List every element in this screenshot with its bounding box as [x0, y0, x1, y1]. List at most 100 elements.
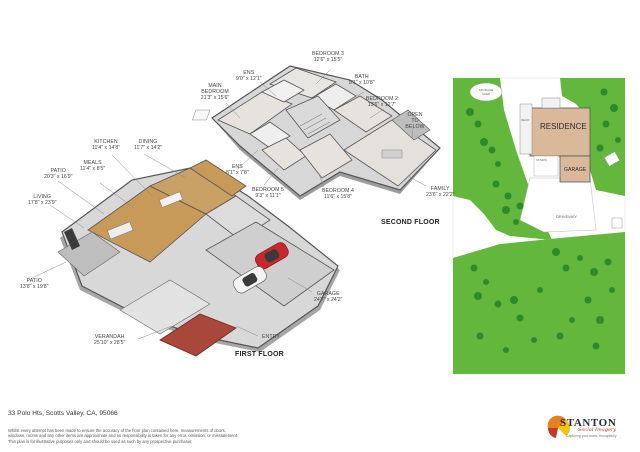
label-kitchen: KITCHEN 11'4" x 14'8" [92, 139, 120, 151]
dining-dim: 11'7" x 14'2" [134, 145, 163, 151]
disclaimer-line: Whilst every attempt has been made to en… [8, 428, 226, 433]
bedroom2-room [333, 95, 393, 133]
site-plan [452, 77, 626, 375]
bed-main [191, 109, 211, 121]
patio-upper-dim: 20'3" x 16'9" [44, 174, 73, 180]
garage-block [559, 155, 591, 183]
front-area [533, 155, 559, 177]
label-main-bedroom: MAIN BEDROOM 21'3" x 15'6" [200, 83, 230, 101]
trees [466, 88, 621, 353]
upper-hall [285, 95, 341, 139]
car-red [255, 242, 289, 270]
label-bedroom2: BEDROOM 2 13'6" x 12'7" [366, 96, 398, 108]
deck-block [519, 103, 533, 155]
label-patio-upper: PATIO 20'3" x 16'9" [44, 168, 72, 180]
label-bedroom5: BEDROOM 5 9'3" x 11'1" [252, 187, 284, 199]
bedroom5-dim: 9'3" x 11'1" [255, 193, 281, 199]
kitchen-name: KITCHEN [94, 139, 118, 145]
label-entry: ENTRY [262, 334, 280, 340]
bedroom5-name: BEDROOM 5 [252, 187, 285, 193]
label-meals: MEALS 11'4" x 8'5" [80, 160, 105, 172]
ens-lower-dim: 8'1" x 7'8" [226, 170, 249, 176]
stanton-logo-mark [547, 415, 570, 438]
garage-name: GARAGE [316, 291, 340, 297]
family-sofa [381, 149, 403, 159]
disclaimer-line: This plan is for illustrative purposes o… [8, 438, 193, 444]
meals-dim: 11'4" x 8'5" [80, 166, 106, 172]
verandah-dim: 25'10" x 28'5" [94, 340, 126, 346]
bedroom4-name: BEDROOM 4 [322, 188, 355, 194]
dining-floor [189, 159, 247, 197]
ens-lower-name: ENS [231, 164, 243, 170]
ens-upper-name: ENS [243, 70, 255, 76]
first-floor-title: FIRST FLOOR [235, 351, 284, 358]
second-floor-title: SECOND FLOOR [381, 219, 440, 226]
main-bedroom-name: MAIN BEDROOM [201, 83, 229, 95]
bedroom3-name: BEDROOM 3 [312, 51, 345, 57]
verandah-brick [159, 313, 237, 357]
car-white [233, 266, 267, 294]
label-family: FAMILY 23'6" x 22'2" [426, 186, 454, 198]
living-dim: 17'8" x 23'9" [28, 200, 57, 206]
ens-upper-room [261, 79, 305, 103]
label-garage: GARAGE 24'7" x 24'2" [314, 291, 342, 303]
second-floor-plan [191, 65, 441, 200]
meals-name: MEALS [83, 160, 102, 166]
storage-shed [469, 82, 503, 102]
label-verandah: VERANDAH 25'10" x 28'5" [94, 334, 125, 346]
verandah-deck [119, 279, 211, 335]
leader-lines [31, 69, 427, 340]
family-name: FAMILY [430, 186, 450, 192]
first-floor-plan [57, 159, 340, 357]
patio-lower-name: PATIO [26, 278, 42, 284]
site-garage-label: GARAGE [564, 167, 587, 173]
patio-lower-dim: 13'8" x 19'8" [20, 284, 49, 290]
entry-name: ENTRY [262, 334, 280, 340]
kitchen-dim: 11'4" x 14'8" [92, 145, 121, 151]
open-to-below-name: OPEN TO BELOW [405, 112, 425, 130]
lawn-bottom [453, 232, 625, 374]
site-residence-label: RESIDENCE [540, 122, 587, 131]
ens-upper-dim: 9'0" x 12'1" [236, 76, 262, 82]
label-bedroom4: BEDROOM 4 11'6" x 15'8" [322, 188, 354, 200]
logo-wordmark: STANTON [560, 417, 617, 429]
bedroom4-dim: 11'6" x 15'8" [323, 194, 353, 200]
logo-tagline: Capturing your world, thoughtfully [566, 434, 617, 438]
main-bedroom-dim: 21'3" x 15'6" [200, 95, 230, 101]
site-deck-label: DECK [521, 118, 530, 122]
small-box [611, 217, 623, 229]
bath-name: BATH [354, 74, 369, 80]
living-sofa [107, 221, 134, 240]
label-patio-lower: PATIO 13'8" x 19'8" [20, 278, 48, 290]
verandah-name: VERANDAH [94, 334, 125, 340]
bedroom3-dim: 12'6" x 15'5" [313, 57, 343, 63]
label-ens-lower: ENS 8'1" x 7'8" [226, 164, 249, 176]
driveway [519, 177, 597, 233]
lawn-top-right [560, 78, 625, 196]
logo-script: Social Imagery [578, 427, 617, 433]
kitchen-island [158, 191, 183, 208]
main-bedroom-room [217, 91, 293, 135]
label-open-to-below: OPEN TO BELOW [404, 112, 426, 130]
property-address: 33 Polo Hts, Scotts Valley, CA, 95066 [8, 410, 118, 417]
family-dim: 23'6" x 22'2" [426, 192, 455, 198]
residence-block [529, 107, 591, 157]
label-dining: DINING 11'7" x 14'2" [134, 139, 162, 151]
side-shed [603, 151, 621, 167]
label-bedroom3: BEDROOM 3 12'6" x 15'5" [312, 51, 344, 63]
open-to-below [391, 109, 431, 141]
bedroom4-room [299, 133, 353, 179]
bedroom2-dim: 13'6" x 12'7" [367, 102, 397, 108]
site-storage-shed-label: STORAGE SHED [478, 88, 494, 96]
disclaimer: Whilst every attempt has been made to en… [8, 428, 308, 444]
top-deck [541, 97, 561, 109]
label-living: LIVING 17'8" x 23'9" [28, 194, 56, 206]
bedroom2-name: BEDROOM 2 [366, 96, 399, 102]
disclaimer-line: windows, rooms and any other items are a… [8, 433, 239, 439]
patio-upper-name: PATIO [50, 168, 66, 174]
fireplace [64, 228, 80, 250]
bath-dim: 8'1" x 10'8" [349, 80, 375, 86]
garage-dim: 24'7" x 24'2" [314, 297, 343, 303]
living-name: LIVING [33, 194, 52, 200]
